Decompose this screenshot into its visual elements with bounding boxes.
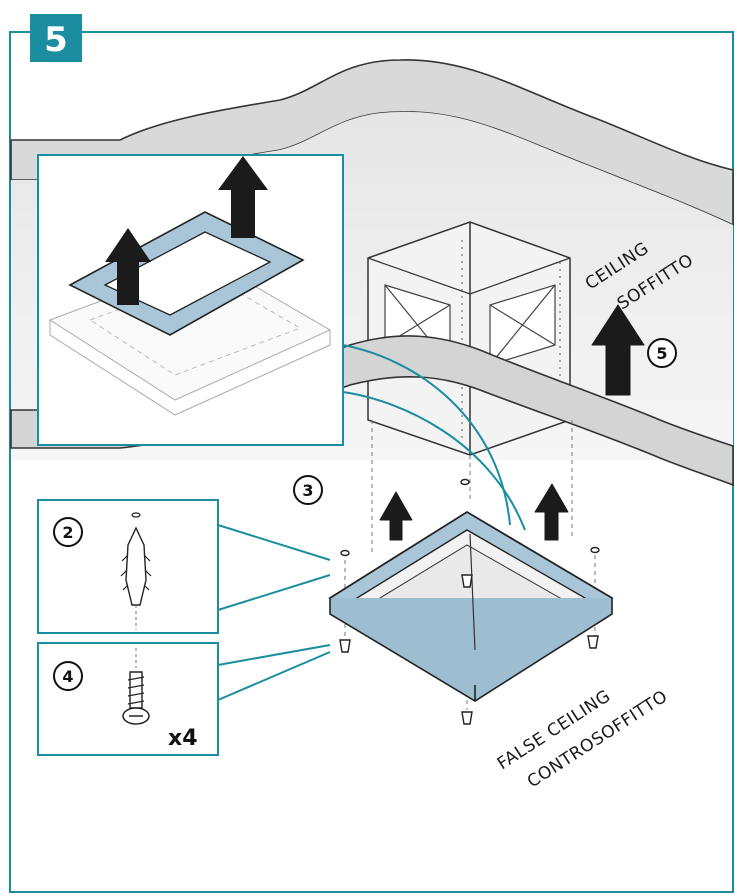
connector-curves <box>342 344 526 531</box>
callout-3-number: 3 <box>302 481 313 500</box>
frame-screws <box>339 478 600 725</box>
callout-3: 3 <box>293 475 323 505</box>
callout-5: 5 <box>647 338 677 368</box>
arrow-up-icon <box>379 491 413 541</box>
wall-plug-icon <box>120 512 152 630</box>
step-badge: 5 <box>30 14 82 62</box>
callout-5-number: 5 <box>656 344 667 363</box>
detail-inset <box>37 154 344 446</box>
up-arrows <box>379 304 645 541</box>
callout-4-number: 4 <box>62 667 73 686</box>
quantity-label: x4 <box>168 726 198 751</box>
arrow-up-icon <box>218 156 268 238</box>
callout-2-number: 2 <box>62 523 73 542</box>
callout-2: 2 <box>53 517 83 547</box>
screw-icon <box>122 648 150 725</box>
arrow-up-icon <box>534 483 569 541</box>
arrow-up-icon <box>591 304 645 396</box>
arrow-up-icon <box>105 228 151 305</box>
step-number: 5 <box>44 20 68 60</box>
callout-4: 4 <box>53 661 83 691</box>
mounting-frame <box>328 510 614 702</box>
